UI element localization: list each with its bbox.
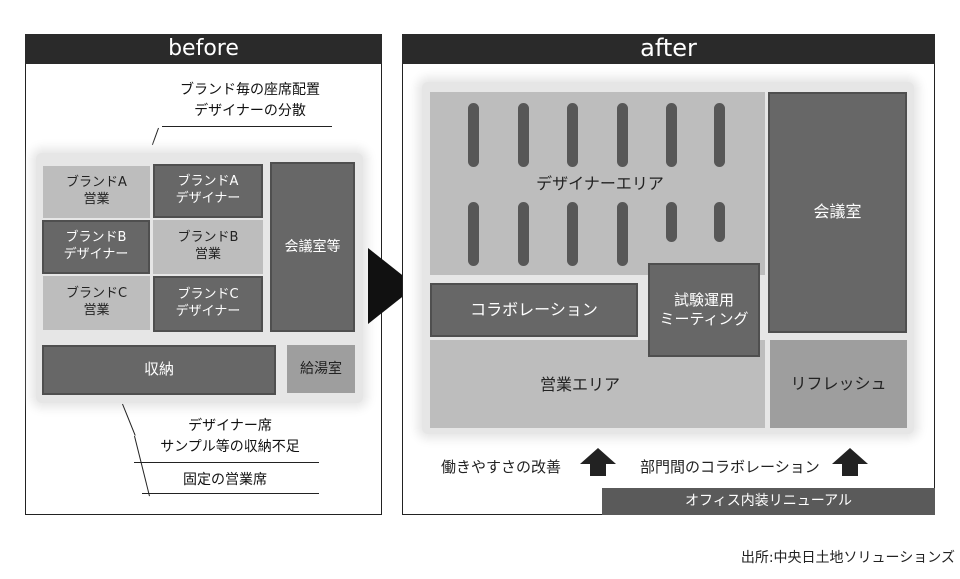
cell-brand-c-sales: ブランドC 営業 (43, 276, 150, 330)
desk-row-1-6 (714, 103, 725, 167)
cell-brand-c-designer: ブランドC デザイナー (153, 276, 263, 332)
cell-brand-a-designer: ブランドA デザイナー (153, 164, 263, 218)
cell-brand-a-sales: ブランドA 営業 (43, 166, 150, 218)
source-note: 出所:中央日土地ソリューションズ (740, 550, 955, 566)
benefit-1: 働きやすさの改善 (441, 458, 562, 476)
bottom-note-rule-1 (134, 462, 319, 463)
desk-row-1-3 (567, 103, 578, 167)
before-top-note: ブランド毎の座席配置 デザイナーの分散 (180, 82, 320, 119)
renewal-banner: オフィス内装リニューアル (602, 488, 935, 515)
after-header: after (402, 34, 935, 64)
designer-area-label: デザイナーエリア (536, 173, 664, 193)
designer-area (430, 92, 765, 275)
sales-area-label: 営業エリア (539, 374, 620, 394)
up-arrow-icon (832, 448, 868, 476)
up-arrow-icon (580, 448, 616, 476)
before-kitchen: 給湯室 (287, 345, 355, 393)
before-header: before (25, 34, 382, 64)
desk-row-2-6 (714, 202, 725, 242)
bottom-note-rule-2 (142, 493, 319, 494)
transition-arrow-icon (368, 248, 416, 324)
before-meeting-room: 会議室等 (270, 162, 355, 332)
cell-brand-b-designer: ブランドB デザイナー (42, 220, 150, 274)
desk-row-1-2 (518, 103, 529, 167)
before-bottom-note-1: デザイナー席 サンプル等の収納不足 (160, 418, 300, 455)
desk-row-2-3 (567, 202, 578, 266)
desk-row-2-5 (666, 202, 677, 242)
desk-row-2-2 (518, 202, 529, 266)
desk-row-1-5 (666, 103, 677, 167)
before-storage: 収納 (42, 345, 276, 395)
after-meeting-room: 会議室 (768, 92, 907, 333)
collab-area: コラボレーション (430, 283, 638, 337)
desk-row-1-4 (617, 103, 628, 167)
refresh-area: リフレッシュ (770, 340, 907, 428)
desk-row-1-1 (468, 103, 479, 167)
trial-meeting-area: 試験運用 ミーティング (648, 263, 760, 357)
cell-brand-b-sales: ブランドB 営業 (153, 220, 263, 274)
before-bottom-note-2: 固定の営業席 (183, 472, 267, 488)
desk-row-2-4 (617, 202, 628, 266)
desk-row-2-1 (468, 202, 479, 266)
benefit-2: 部門間のコラボレーション (640, 458, 820, 476)
top-note-underline (162, 126, 332, 127)
